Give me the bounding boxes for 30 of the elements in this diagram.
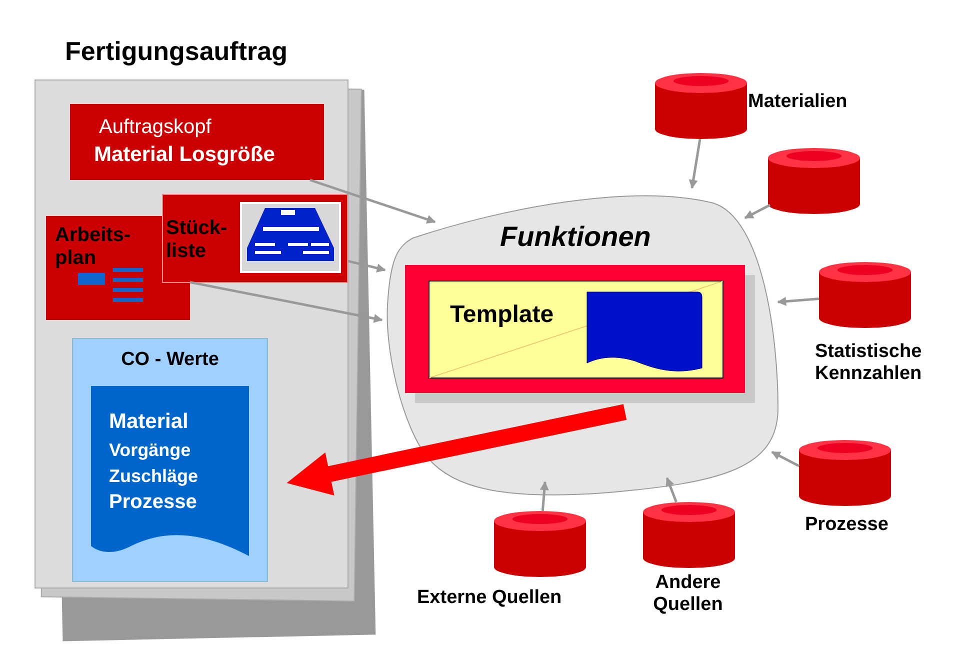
header-label: Auftragskopf <box>99 116 212 139</box>
value-item: Vorgänge <box>109 440 191 461</box>
value-item: Zuschläge <box>109 466 198 487</box>
routing-label: Arbeits- plan <box>55 224 132 270</box>
panel-title: CO - Werte <box>120 349 220 371</box>
source-label: Materialien <box>748 91 848 113</box>
arrow <box>744 204 771 220</box>
template-label: Template <box>450 301 554 329</box>
cloud-title: Funktionen <box>500 221 651 254</box>
arrow <box>688 138 702 189</box>
arrow <box>348 260 386 272</box>
arrow <box>666 477 678 502</box>
arrow <box>777 296 820 306</box>
source-label: Prozesse <box>805 514 890 536</box>
source-label: Externe Quellen <box>417 587 563 609</box>
value-item: Material <box>109 410 188 434</box>
document-title: Fertigungsauftrag <box>65 37 288 67</box>
large-arrow <box>286 404 627 496</box>
arrow <box>540 481 549 512</box>
bom-label: Stück- liste <box>166 217 228 263</box>
values-panel <box>72 338 268 582</box>
value-item: Prozesse <box>109 491 197 514</box>
source-label: Statistische Kennzahlen <box>815 341 923 385</box>
source-label: Andere Quellen <box>652 572 724 616</box>
arrow <box>310 178 436 224</box>
bom-box <box>162 194 348 283</box>
header-fields: Material Losgröße <box>94 143 275 168</box>
arrow <box>190 280 383 323</box>
header-box <box>70 104 324 180</box>
arrow <box>771 450 800 468</box>
